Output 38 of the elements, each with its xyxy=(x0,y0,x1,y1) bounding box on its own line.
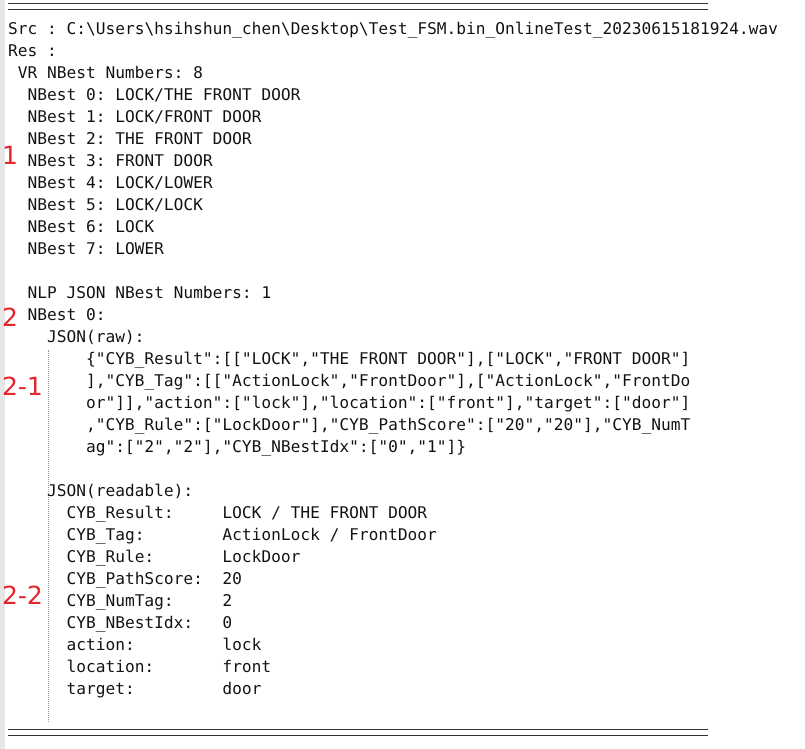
json-text: {"CYB_Result":[["LOCK","THE FRONT DOOR"],["LOCK","FRONT DOOR"]],"CYB_Tag":[["ActionLock","FrontDoor"],["ActionLock","FrontDoor"]],"action":["lock"],"location":["front"],"target":["door"],"CYB_Rule":["LockDoor"],"CYB_PathScore":["20","20"],"CYB_NumTag":["2","2"],"CYB_NBestIdx":["0","1"]} xyxy=(86,348,692,458)
log-line: NBest 7: LOWER xyxy=(27,238,164,260)
field-value: door xyxy=(222,678,262,700)
log-line: JSON(readable): xyxy=(46,480,194,502)
field-value: 0 xyxy=(222,612,232,634)
field-value: 2 xyxy=(222,590,232,612)
field-key: CYB_NumTag: xyxy=(66,590,174,612)
field-value: ActionLock / FrontDoor xyxy=(222,524,437,546)
annotation-number: 2-1 xyxy=(2,372,43,401)
log-line: NBest 1: LOCK/FRONT DOOR xyxy=(27,106,262,128)
annotation-number: 2 xyxy=(2,304,18,332)
log-line: NBest 6: LOCK xyxy=(27,216,154,238)
field-value: front xyxy=(222,656,272,678)
annotation-number: 1 xyxy=(2,142,18,170)
log-line: Src : C:\Users\hsihshun_chen\Desktop\Test_FSM.bin_OnlineTest_20230615181924.wav xyxy=(8,18,778,40)
annotation-number: 2-2 xyxy=(2,582,43,610)
field-value: LOCK / THE FRONT DOOR xyxy=(222,502,428,524)
field-key: location: xyxy=(66,656,154,678)
log-line: NBest 0: xyxy=(27,304,106,326)
field-value: LockDoor xyxy=(222,546,300,568)
field-key: target: xyxy=(66,678,135,700)
log-line: NBest 0: LOCK/THE FRONT DOOR xyxy=(27,84,300,106)
field-key: CYB_PathScore: xyxy=(66,568,203,590)
field-key: action: xyxy=(66,634,135,656)
field-value: lock xyxy=(222,634,262,656)
field-key: CYB_Tag: xyxy=(66,524,144,546)
field-key: CYB_NBestIdx: xyxy=(66,612,194,634)
log-line: VR NBest Numbers: 8 xyxy=(18,62,203,84)
field-value: 20 xyxy=(222,568,242,590)
log-line: NBest 2: THE FRONT DOOR xyxy=(27,128,252,150)
field-key: CYB_Result: xyxy=(66,502,174,524)
field-key: CYB_Rule: xyxy=(66,546,154,568)
log-line: NBest 5: LOCK/LOCK xyxy=(27,194,203,216)
log-line: NLP JSON NBest Numbers: 1 xyxy=(27,282,272,304)
log-line: Res : xyxy=(8,40,57,62)
log-line: NBest 4: LOCK/LOWER xyxy=(27,172,213,194)
log-line: JSON(raw): xyxy=(46,326,144,348)
log-line: NBest 3: FRONT DOOR xyxy=(27,150,213,172)
